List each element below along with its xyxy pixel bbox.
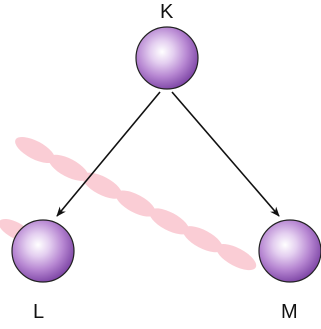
edge-k-to-m [171,91,280,217]
node-m-label: M [281,301,298,323]
node-l-label: L [33,301,44,323]
node-k-label: K [160,1,174,23]
edge-k-to-l [56,91,161,217]
node-l [11,219,75,283]
node-m [258,219,321,283]
node-k [135,26,199,90]
